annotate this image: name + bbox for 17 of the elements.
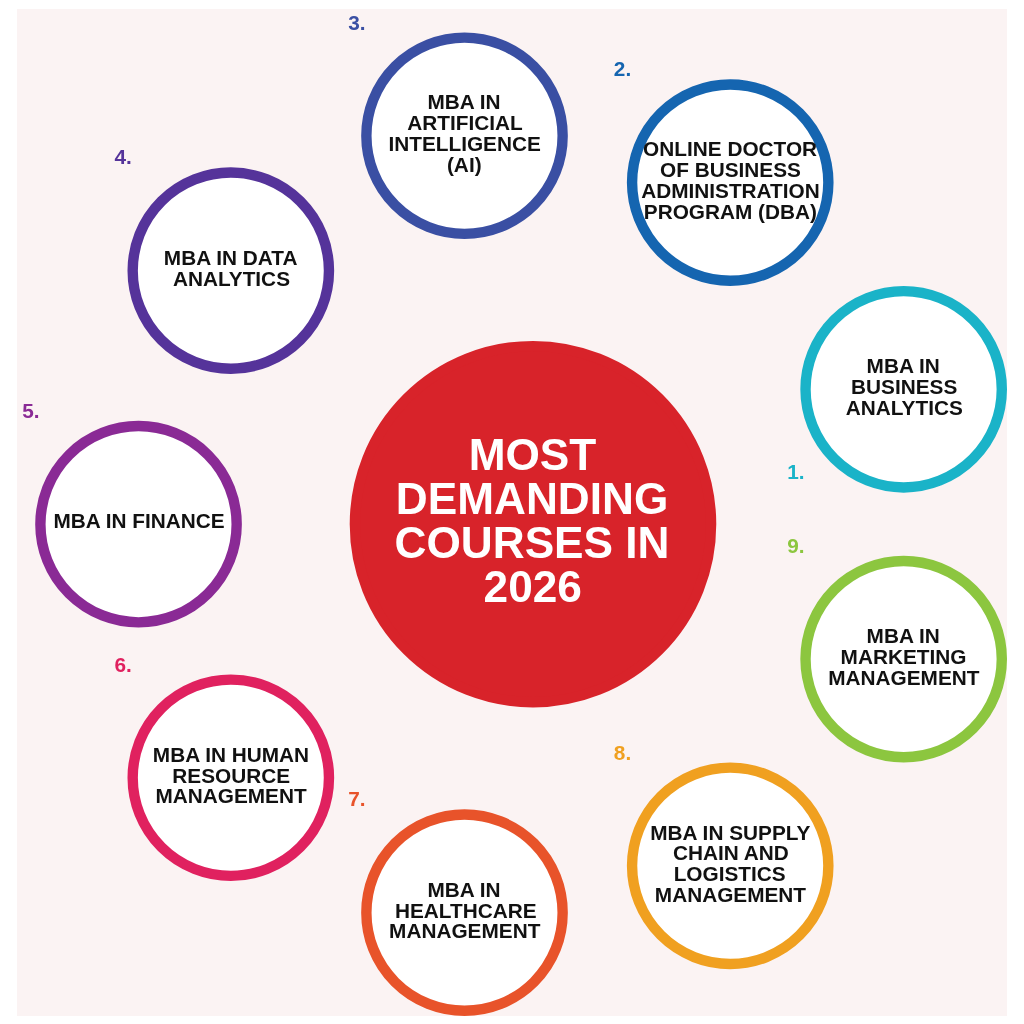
node-circle: MBA IN ARTIFICIAL INTELLIGENCE (AI) <box>361 31 568 239</box>
node-label: 2. <box>613 56 632 80</box>
node-circle: MBA IN DATA ANALYTICS <box>127 166 335 374</box>
node-circle: ONLINE DOCTOR OF BUSINESS ADMINISTRATION PROGRAM (DBA) <box>626 78 834 286</box>
node-circle: MBA IN MARKETING MANAGEMENT <box>800 555 1007 762</box>
node-circle: MBA IN SUPPLY CHAIN AND LOGISTICS MANAGEMENT <box>626 761 834 969</box>
node-label: 9. <box>787 533 805 557</box>
node-circle: MBA IN HUMAN RESOURCE MANAGEMENT <box>127 673 335 881</box>
node-circle: MBA IN HEALTHCARE MANAGEMENT <box>361 808 568 1016</box>
node-circle: MBA IN FINANCE <box>35 420 242 628</box>
node-label: 3. <box>348 10 366 34</box>
node-circle: MOST DEMANDING COURSES IN 2026 <box>349 340 717 707</box>
node-label: 6. <box>114 652 132 676</box>
node-label: 7. <box>348 786 366 810</box>
node-label: 5. <box>22 398 40 422</box>
node-label: 8. <box>613 740 632 764</box>
node-label: 4. <box>114 144 132 168</box>
